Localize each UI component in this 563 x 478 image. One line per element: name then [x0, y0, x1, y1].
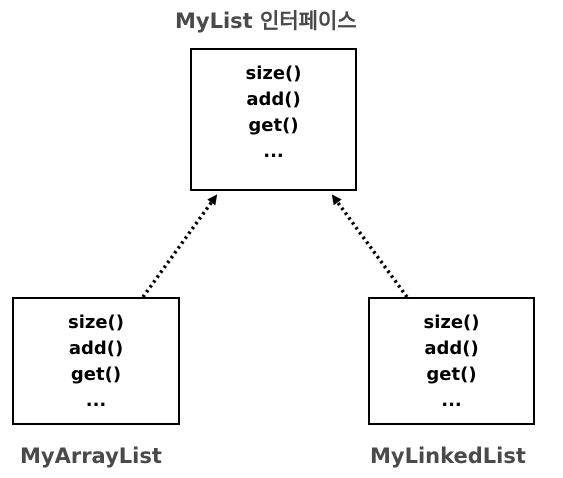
interface-method-ellipsis: ...	[263, 141, 284, 162]
interface-method-size: size()	[245, 63, 302, 84]
linked-list-method-size: size()	[423, 312, 480, 333]
linked-list-method-ellipsis: ...	[441, 390, 462, 411]
arrow-linked-to-interface	[331, 194, 409, 299]
array-list-method-ellipsis: ...	[85, 390, 107, 411]
interface-box: size() add() get() ...	[190, 48, 357, 191]
linked-list-method-add: add()	[424, 338, 479, 359]
array-list-box: size() add() get() ...	[12, 297, 180, 425]
interface-method-add: add()	[246, 89, 301, 110]
interface-method-get: get()	[248, 115, 299, 136]
linked-list-box: size() add() get() ...	[368, 297, 535, 425]
array-list-title: MyArrayList	[20, 444, 162, 468]
linked-list-method-get: get()	[426, 364, 477, 385]
arrow-array-to-interface	[141, 194, 218, 299]
array-list-method-add: add()	[68, 338, 124, 359]
interface-title: MyList 인터페이스	[175, 9, 357, 33]
linked-list-title: MyLinkedList	[370, 444, 526, 468]
array-list-method-get: get()	[70, 364, 122, 385]
array-list-method-size: size()	[67, 312, 125, 333]
